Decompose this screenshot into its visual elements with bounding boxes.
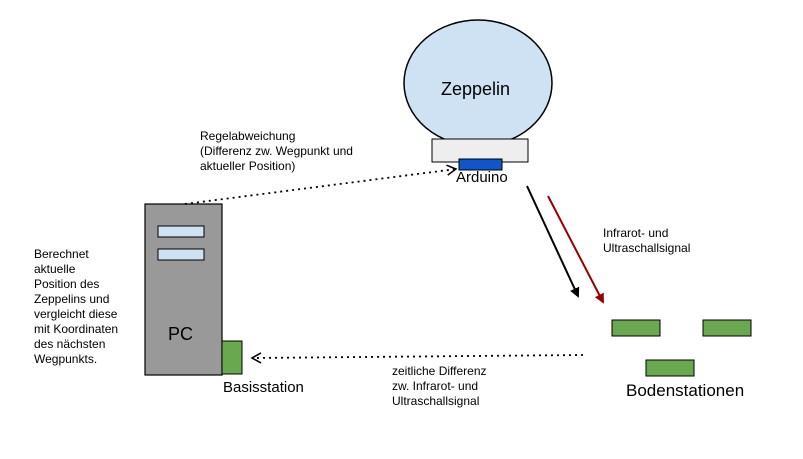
bodenstation-box [702,319,752,337]
regelabweichung-line: Regelabweichung [200,129,296,143]
berechnet-line: Zeppelins und [34,292,110,306]
berechnet-line: Berechnet [34,247,89,261]
berechnet-line: Position des [34,277,100,291]
zeitdifferenz-line: zeitliche Differenz [392,364,487,378]
signal-line: Ultraschallsignal [603,241,691,255]
arduino-to-bodenstation-arrow [526,185,580,298]
berechnet-line: vergleicht diese [34,307,118,321]
regelabweichung-line: aktueller Position) [200,159,296,173]
zeitdifferenz-dotted-arrow [250,352,584,364]
regelabweichung-dotted-arrow [184,164,458,205]
basisstation-label: Basisstation [223,379,304,396]
regelabweichung-line: (Differenz zw. Wegpunkt und [200,144,353,158]
berechnet-line: des nächsten [34,337,106,351]
arduino-board [458,158,503,171]
zeppelin-label: Zeppelin [441,79,511,99]
arduino-label: Arduino [456,169,508,186]
signal-label: Infrarot- und Ultraschallsignal [603,226,690,256]
zeitdifferenz-line: Ultraschallsignal [392,394,480,408]
berechnet-line: aktuelle [34,262,76,276]
pc-drive-slot [157,248,205,261]
zeitdifferenz-line: zw. Infrarot- und [392,379,479,393]
pc-drive-slot [157,225,205,238]
pc-label: PC [168,324,194,344]
berechnet-line: mit Koordinaten [34,322,119,336]
regelabweichung-label: Regelabweichung (Differenz zw. Wegpunkt … [200,129,353,174]
zeitdifferenz-label: zeitliche Differenz zw. Infrarot- und Ul… [392,364,487,409]
basisstation-box [221,340,243,375]
signal-arrow [547,195,604,304]
bodenstationen-label: Bodenstationen [626,381,745,400]
bodenstation-box [645,359,695,377]
bodenstation-box [611,319,661,337]
berechnet-line: Wegpunkts. [34,352,98,366]
signal-line: Infrarot- und [603,226,669,240]
berechnet-label: Berechnet aktuelle Position des Zeppelin… [34,247,118,367]
